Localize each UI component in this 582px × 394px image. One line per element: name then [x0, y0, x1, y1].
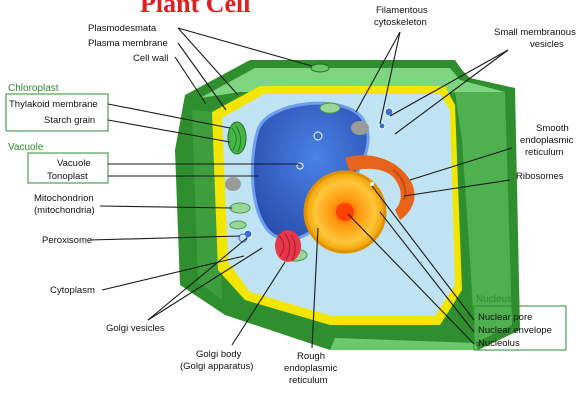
group-title-vacuole: Vacuole — [8, 142, 44, 153]
label-ribosomes: Ribosomes — [516, 171, 564, 182]
label-rough-er-3: reticulum — [289, 375, 328, 386]
label-filamentous-2: cytoskeleton — [374, 17, 427, 28]
label-plasmodesmata: Plasmodesmata — [88, 23, 157, 34]
mitochondrion — [230, 203, 250, 213]
label-smooth-er-3: reticulum — [525, 147, 564, 158]
nuclear-pore — [370, 182, 374, 186]
label-small-vesicles-1: Small membranous — [494, 27, 576, 38]
starch-grain — [351, 121, 369, 135]
label-cytoplasm: Cytoplasm — [50, 285, 95, 296]
label-peroxisome: Peroxisome — [42, 235, 92, 246]
golgi-body — [275, 230, 301, 262]
label-vacuole: Vacuole — [57, 158, 91, 169]
plasmodesmata — [311, 64, 329, 72]
label-small-vesicles-2: vesicles — [530, 39, 564, 50]
grey-granule — [225, 177, 241, 191]
label-cell-wall: Cell wall — [133, 53, 168, 64]
label-rough-er-2: endoplasmic — [284, 363, 338, 374]
diagram-title: Plant Cell — [140, 0, 251, 18]
label-golgi-vesicles: Golgi vesicles — [106, 323, 165, 334]
label-nucleolus: Nucleolus — [478, 338, 520, 349]
label-mitochondrion: Mitochondrion — [34, 193, 94, 204]
label-mitochondria: (mitochondria) — [34, 205, 95, 216]
label-plasma-membrane: Plasma membrane — [88, 38, 168, 49]
label-nuclear-pore: Nuclear pore — [478, 312, 532, 323]
label-rough-er-1: Rough — [297, 351, 325, 362]
label-filamentous-1: Filamentous — [376, 5, 428, 16]
nucleolus — [336, 203, 354, 221]
label-smooth-er-1: Smooth — [536, 123, 569, 134]
label-thylakoid-membrane: Thylakoid membrane — [9, 99, 98, 110]
group-title-chloroplast: Chloroplast — [8, 83, 59, 94]
group-title-nucleus: Nucleus — [476, 294, 512, 305]
label-golgi-apparatus: (Golgi apparatus) — [180, 361, 253, 372]
label-tonoplast: Tonoplast — [47, 171, 88, 182]
label-golgi-body: Golgi body — [196, 349, 242, 360]
label-nuclear-envelope: Nuclear envelope — [478, 325, 552, 336]
label-starch-grain: Starch grain — [44, 115, 95, 126]
label-smooth-er-2: endoplasmic — [520, 135, 574, 146]
